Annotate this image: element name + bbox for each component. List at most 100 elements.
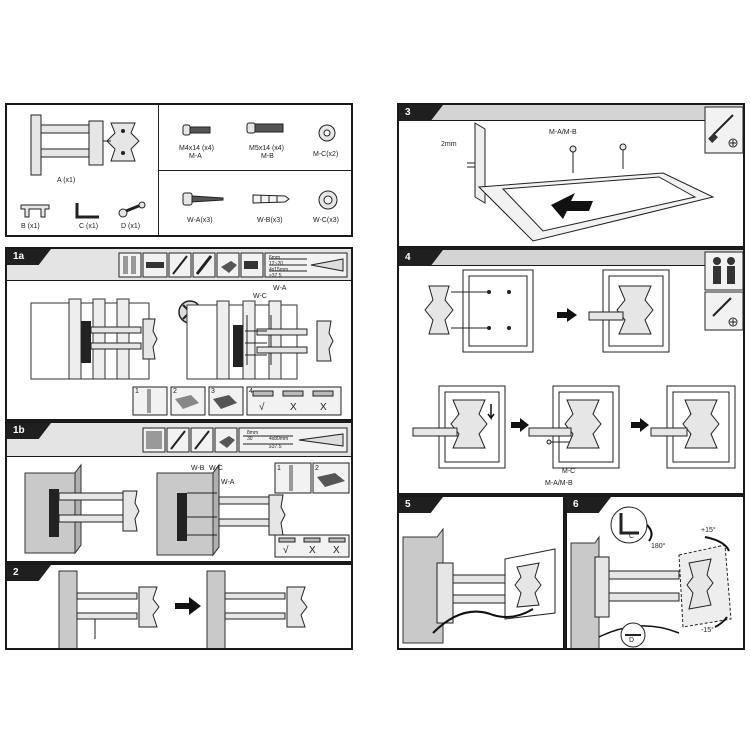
- screw-mb-drawing: [246, 122, 284, 134]
- step-1a-wc-label: W-C: [253, 293, 267, 300]
- step-6-tool-c-callout: [610, 506, 653, 544]
- step-4-arrow-bottom-1: [511, 418, 529, 432]
- step-1a-wood-wall-right: [186, 300, 334, 380]
- part-a-label: A (x1): [57, 177, 76, 184]
- step-3-header: [399, 105, 743, 121]
- screw-ma-drawing: [182, 124, 211, 136]
- step-2-wall-before: [58, 570, 160, 648]
- parts-divider-horizontal: [158, 170, 351, 171]
- step-6-number: 6: [567, 497, 611, 513]
- anchor-wb-drawing: [252, 194, 290, 204]
- step-1b-number: 1b: [7, 423, 51, 439]
- step-1b-check-ok: √: [283, 545, 289, 556]
- step-2-wall-after: [206, 570, 308, 648]
- step-3-screwdriver-icon: [704, 106, 743, 154]
- screw-mb-size: M5x14 (x4): [249, 145, 285, 152]
- step-3-panel: 3 2mm M-A/M-B: [397, 103, 745, 248]
- step-1b-check-x1: X: [309, 545, 316, 556]
- step-1a-substep-2: 2: [173, 388, 177, 395]
- step-1a-substep-4: 4: [249, 388, 253, 395]
- part-d-label: D (x1): [121, 223, 141, 230]
- screw-mb-name: M-B: [261, 153, 274, 160]
- parts-panel: A (x1) B (x1) C (x1) D (x1) M4x14 (x4) M…: [5, 103, 353, 237]
- step-1b-drill-spec-3: 4x80mm: [269, 436, 289, 442]
- part-b-clip-drawing: [20, 204, 50, 218]
- part-c-label: C (x1): [79, 223, 99, 230]
- step-5-cable-route-drawing: [402, 527, 556, 644]
- step-4-screwdriver-icon: [704, 291, 743, 331]
- step-4-header: [399, 250, 743, 266]
- step-1a-drill-spec-3: 4x15mm: [269, 267, 289, 273]
- step-1a-drill-spec-4: ≥37.5: [269, 273, 282, 279]
- step-1a-substeps: [132, 386, 342, 416]
- step-1b-drill-spec-4: ≥37.5: [269, 444, 282, 450]
- step-1a-panel: 1a 6mm 12~20 4x15mm ≥37.5: [5, 247, 353, 421]
- step-1b-drill-spec-1: 8mm: [247, 430, 259, 436]
- step-2-arrow: [175, 597, 201, 615]
- washer-mc-drawing: [318, 124, 336, 142]
- screw-ma-size: M4x14 (x4): [179, 145, 215, 152]
- part-a-bracket-drawing: [30, 114, 140, 176]
- screw-wa-drawing: [182, 192, 224, 206]
- step-1b-concrete-wall-right: [156, 463, 286, 557]
- step-1b-panel: 1b 8mm 30 4x80mm ≥37.5 W-B W-C W-A 1 2: [5, 421, 353, 563]
- step-6-rotation-label: 180°: [651, 543, 666, 550]
- screw-ma-name: M-A: [189, 153, 202, 160]
- step-4-tv-bracket-attached: [588, 269, 670, 353]
- step-3-screws-label: M-A/M-B: [549, 129, 577, 136]
- step-1a-wood-wall-left: [30, 298, 158, 380]
- part-d-wrench-drawing: [118, 201, 146, 218]
- step-1a-check-x1: X: [290, 402, 297, 413]
- step-3-gap-label: 2mm: [441, 141, 457, 148]
- step-3-number: 3: [399, 105, 443, 121]
- step-4-hang-final: [650, 385, 736, 469]
- step-1a-tool-icons: [118, 252, 348, 278]
- step-6-panel: 6 C 180° +15° -15° D: [565, 495, 745, 650]
- step-1a-substep-3: 3: [211, 388, 215, 395]
- step-4-two-person-icon: [704, 251, 743, 291]
- step-4-number: 4: [399, 250, 443, 266]
- step-1b-concrete-wall-left: [24, 463, 140, 555]
- anchor-wb-label: W-B(x3): [257, 217, 283, 224]
- washer-mc-label: M-C(x2): [313, 151, 339, 158]
- step-1b-substep-1: 1: [277, 465, 281, 472]
- step-6-tilt-up-label: +15°: [701, 527, 716, 534]
- step-6-tool-c-label: C: [629, 533, 635, 540]
- step-3-tv-back-drawing: [467, 122, 715, 242]
- step-1b-tool-icons: [142, 427, 348, 453]
- step-4-tv-bracket-align: [424, 269, 534, 353]
- screw-wa-label: W-A(x3): [187, 217, 213, 224]
- step-1a-check-ok: √: [259, 402, 265, 413]
- step-4-screws-label: M-A/M-B: [545, 480, 573, 487]
- step-1b-substeps: [274, 462, 350, 494]
- step-2-panel: 2: [5, 563, 353, 650]
- step-1a-check-x2: X: [320, 402, 327, 413]
- step-6-tilt-down-label: -15°: [701, 627, 714, 634]
- step-1b-wb-label: W-B: [191, 465, 205, 472]
- step-1b-substep-2: 2: [315, 465, 319, 472]
- step-4-hang-step2: [528, 385, 620, 469]
- step-4-arrow-top: [557, 308, 577, 322]
- washer-wc-drawing: [318, 190, 338, 210]
- step-1a-drill-spec-2: 12~20: [269, 261, 284, 267]
- step-5-number: 5: [399, 497, 443, 513]
- step-4-arrow-bottom-2: [631, 418, 649, 432]
- step-1b-wc-label: W-C: [209, 465, 223, 472]
- step-1b-check-x2: X: [333, 545, 340, 556]
- step-6-tilt-adjust-drawing: [570, 535, 732, 648]
- part-c-allen-key-drawing: [75, 203, 99, 219]
- step-1a-substep-1: 1: [135, 388, 139, 395]
- washer-wc-label: W-C(x3): [313, 217, 339, 224]
- step-4-hang-step1: [412, 385, 506, 469]
- step-1b-drill-spec-2: 30: [247, 436, 253, 442]
- step-1b-wa-label: W-A: [221, 479, 235, 486]
- part-b-label: B (x1): [21, 223, 40, 230]
- step-1a-drill-spec-1: 6mm: [269, 255, 281, 261]
- step-6-tool-d-label: D: [629, 637, 635, 644]
- step-5-panel: 5: [397, 495, 565, 650]
- step-4-panel: 4: [397, 248, 745, 495]
- step-1a-wa-label: W-A: [273, 285, 287, 292]
- step-1a-number: 1a: [7, 249, 51, 265]
- step-2-number: 2: [7, 565, 51, 581]
- step-4-mc-label: M-C: [562, 468, 576, 475]
